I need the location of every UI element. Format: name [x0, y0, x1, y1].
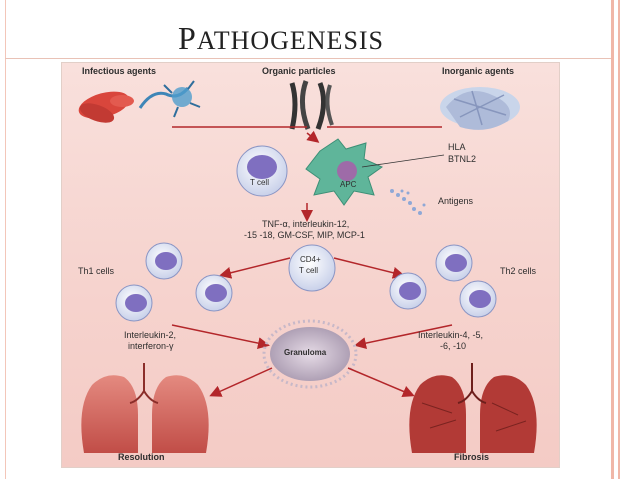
arrow-organic	[306, 130, 320, 143]
label-th2-cytokines-line1: Interleukin-4, -5,	[418, 330, 484, 340]
label-th1-cells: Th1 cells	[78, 266, 115, 276]
slide-title-initial: P	[178, 20, 197, 56]
arrow-to-th1	[219, 257, 291, 279]
label-cytokines-line1: TNF-α, interleukin-12,	[262, 219, 350, 229]
right-border-rule	[611, 0, 614, 479]
label-th1-cytokines-line1: Interleukin-2,	[124, 330, 177, 340]
label-fibrosis: Fibrosis	[454, 452, 490, 462]
arrow-to-fibrosis	[347, 367, 415, 398]
left-border-rule	[5, 0, 6, 479]
label-granuloma: Granuloma	[284, 348, 327, 357]
pathogenesis-diagram	[78, 80, 537, 453]
th2-cells	[389, 244, 497, 318]
label-th1-cytokines-line2: interferon-γ	[128, 341, 174, 351]
hla-pointer	[361, 154, 445, 168]
label-resolution: Resolution	[118, 452, 165, 462]
right-border-rule-inner	[618, 0, 620, 479]
t-cell	[236, 145, 288, 197]
organic-particles-icon	[289, 80, 334, 130]
label-organic-particles: Organic particles	[262, 66, 336, 76]
slide-title-rest: ATHOGENESIS	[196, 26, 385, 55]
title-divider	[5, 58, 611, 59]
pathogenesis-figure: Infectious agents Organic particles Inor…	[61, 62, 560, 468]
label-th2-cells: Th2 cells	[500, 266, 537, 276]
label-cd4-t-cell: T cell	[299, 266, 318, 275]
infectious-agents-icon	[78, 80, 201, 123]
label-t-cell: T cell	[250, 178, 269, 187]
arrow-to-resolution	[209, 367, 273, 397]
arrow-th1-to-granuloma	[171, 324, 270, 350]
arrow-th2-to-granuloma	[354, 324, 453, 350]
label-infectious-agents: Infectious agents	[82, 66, 157, 76]
label-antigens: Antigens	[438, 196, 474, 206]
cd4-t-cell	[288, 244, 336, 292]
antigens-particles	[390, 189, 426, 215]
label-hla: HLA	[448, 142, 466, 152]
label-btnl2: BTNL2	[448, 154, 477, 164]
arrow-to-th2	[333, 257, 405, 279]
label-cd4: CD4+	[300, 255, 321, 264]
label-inorganic-agents: Inorganic agents	[442, 66, 515, 76]
label-th2-cytokines-line2: -6, -10	[440, 341, 467, 351]
lungs-fibrosis	[409, 363, 537, 453]
lungs-resolution	[81, 363, 209, 453]
slide-title: PATHOGENESIS	[178, 20, 384, 57]
apc-nucleus	[337, 161, 357, 181]
th1-cells	[115, 242, 233, 322]
label-cytokines-line2: -15 -18, GM-CSF, MIP, MCP-1	[244, 230, 365, 240]
granuloma	[262, 319, 358, 389]
inorganic-agents-icon	[440, 87, 520, 130]
label-apc: APC	[340, 180, 357, 189]
